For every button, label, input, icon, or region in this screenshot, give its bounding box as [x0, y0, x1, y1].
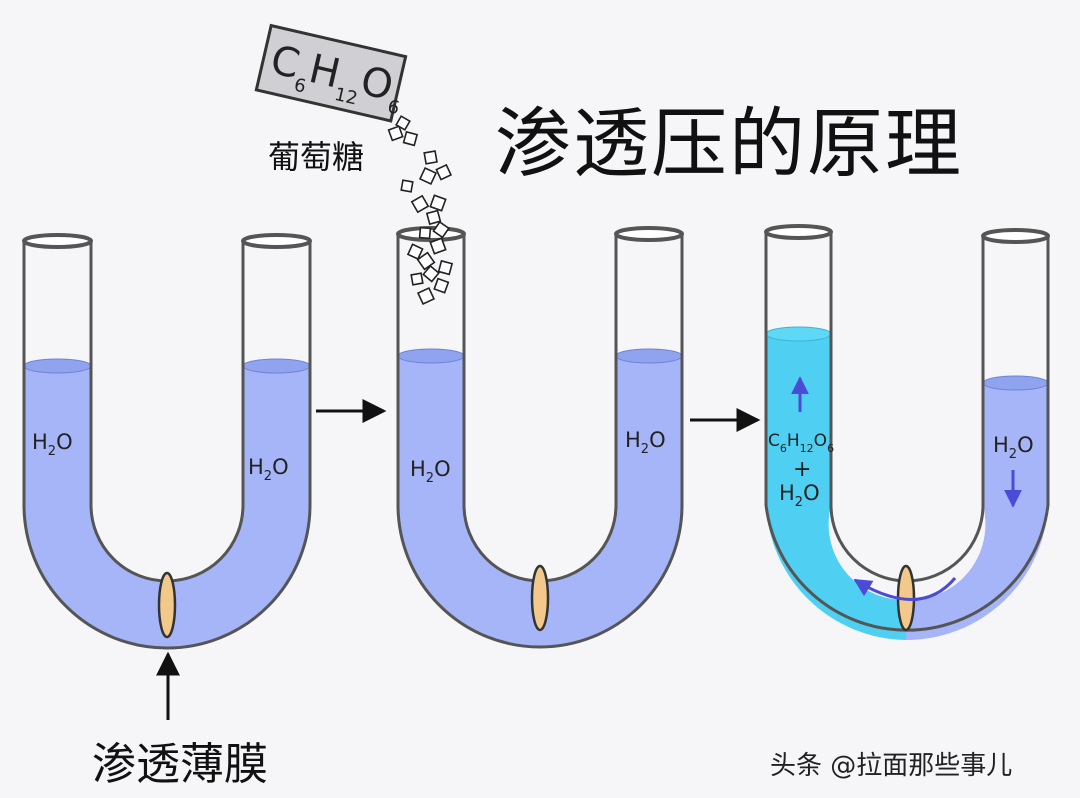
- water-label-2a: H2O: [410, 457, 451, 486]
- water-label-3b: H2O: [993, 433, 1034, 462]
- glucose-box: C6H12O6: [254, 23, 408, 123]
- water-fill-2: [398, 357, 682, 647]
- u-tube-3: C6H12O6 + H2O H2O: [764, 224, 1050, 641]
- water-surface-left-1: [23, 358, 92, 374]
- water-label-1a: H2O: [32, 430, 73, 459]
- u-tube-1: H2O H2O: [22, 233, 312, 650]
- membrane-1: [157, 571, 177, 639]
- membrane-2: [530, 564, 550, 632]
- sugar-cubes: [387, 115, 454, 306]
- watermark: 头条 @拉面那些事儿: [770, 751, 1013, 781]
- glucose-label: 葡萄糖: [268, 138, 365, 176]
- water-fill-3: [906, 384, 1048, 641]
- water-label-1b: H2O: [248, 455, 289, 484]
- water-surface-right-1: [242, 358, 311, 374]
- water-label-3a: H2O: [779, 481, 820, 510]
- solution-surface-3: [765, 326, 832, 342]
- flow-arrow-icon: [853, 577, 957, 601]
- u-tube-2: H2O H2O: [396, 226, 684, 649]
- water-fill-1: [24, 368, 310, 648]
- solution-formula-3: C6H12O6: [768, 431, 834, 455]
- membrane-label: 渗透薄膜: [92, 739, 268, 790]
- water-label-2b: H2O: [625, 428, 666, 457]
- plus-sign: +: [793, 457, 811, 482]
- page-title: 渗透压的原理: [495, 99, 963, 188]
